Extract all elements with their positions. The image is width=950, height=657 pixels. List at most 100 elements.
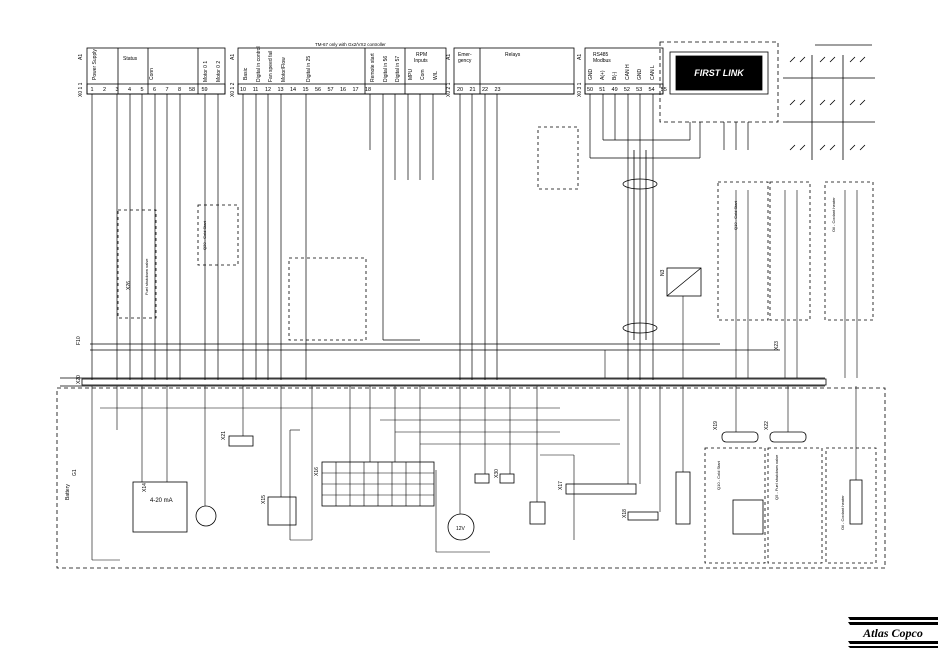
terminal-rs485-5: 54: [648, 87, 654, 93]
rs-gnd: GND: [588, 69, 594, 81]
terminal-mid-6: 56: [315, 87, 321, 93]
terminal-left-7: 8: [178, 87, 181, 93]
comp-coil-heater-2: Oil - Coolant heater: [840, 495, 845, 530]
terminal-left-8: 58: [189, 87, 195, 93]
terminal-mid-8: 16: [340, 87, 346, 93]
terminal-left-2: 3: [115, 87, 118, 93]
sensor-4-20: [132, 481, 188, 533]
terminal-right-3: 23: [494, 87, 500, 93]
tm-caption: TM-67 only with Gx2/VX2 controller: [315, 42, 386, 47]
terminal-left-1: 2: [103, 87, 106, 93]
conn-id-3: X0 2 1: [446, 82, 452, 97]
comp-x21: X21: [221, 431, 227, 440]
label-digital-control: Digital in control: [256, 46, 262, 82]
label-wl: W/L: [433, 71, 439, 80]
comp-x17: X17: [558, 481, 564, 490]
comp-4-20: 4-20 mA: [150, 498, 173, 504]
terminal-mid-9: 17: [352, 87, 358, 93]
rs-a: A(+): [600, 70, 606, 80]
label-status: Status: [123, 56, 138, 62]
block-id-1: A1: [78, 54, 84, 60]
terminal-rs485-0: 50: [587, 87, 593, 93]
comp-12v: 12V: [456, 526, 466, 532]
block-id-2: A1: [230, 54, 236, 60]
terminal-rs485-4: 53: [636, 87, 642, 93]
terminal-mid-4: 14: [290, 87, 296, 93]
brand-text: Atlas Copco: [862, 626, 923, 640]
comp-g1: G1: [72, 469, 78, 476]
terminal-left-9: 59: [201, 87, 207, 93]
terminal-left-5: 6: [153, 87, 156, 93]
comp-x18: X18: [622, 509, 628, 518]
rs-canl: CAN L: [650, 65, 656, 80]
label-emergency: Emer-: [458, 52, 472, 58]
label-power-supply: Power Supply: [92, 49, 98, 80]
comp-n3: N3: [660, 269, 666, 276]
label-motor-flow: Motor/Flow: [281, 57, 287, 82]
label-inputs: Inputs: [414, 58, 428, 64]
terminal-left-0: 1: [90, 87, 93, 93]
conn-id-4: X0 3 1: [577, 82, 583, 97]
label-digital-56: Digital in 56: [383, 56, 389, 82]
terminal-mid-7: 57: [327, 87, 333, 93]
label-digital-25: Digital in 25: [306, 56, 312, 82]
label-fan-fail: Fan speed fail: [268, 51, 274, 82]
block-id-4: A1: [577, 54, 583, 60]
terminal-left-6: 7: [165, 87, 168, 93]
terminal-rs485-1: 51: [599, 87, 605, 93]
terminal-rs485-3: 52: [624, 87, 630, 93]
comp-x19: X19: [713, 421, 719, 430]
comp-x23: X23: [774, 341, 780, 350]
terminal-rs485-2: 49: [612, 87, 618, 93]
display-box: [659, 41, 779, 123]
label-conn: Conn: [149, 68, 155, 80]
conn-id-1: X0 1 1: [78, 82, 84, 97]
terminal-mid-1: 11: [253, 87, 259, 93]
atlas-copco-logo: Atlas Copco: [846, 615, 940, 649]
conn-id-2: X0 1 2: [230, 82, 236, 97]
terminal-rs485-6: 55: [661, 87, 667, 93]
comp-fuel-shutdown-2: Q5 - Fuel shutdown valve: [774, 454, 779, 500]
label-rpm: RPM: [416, 52, 427, 58]
label-motor-2: Motor 0 2: [216, 61, 222, 82]
screen-logo-text: FIRST LINK: [694, 68, 745, 78]
comp-oil-shutdown: Fuel shutdown valve: [144, 258, 149, 295]
label-motor-1: Motor 0 1: [203, 61, 209, 82]
rs-b: B(-): [612, 71, 618, 80]
comp-cold-start: Q10 - Cold Start: [733, 200, 738, 230]
terminal-mid-2: 12: [265, 87, 271, 93]
rs-gnd2: GND: [637, 69, 643, 81]
comp-x26: X26: [126, 281, 132, 290]
lower-dashed-region: [56, 387, 886, 569]
label-mpu: MPU: [408, 69, 414, 81]
terminal-right-1: 21: [469, 87, 475, 93]
comp-cab-relay: Q20 - Cold Start: [202, 220, 207, 250]
label-rs485: RS485: [593, 52, 609, 58]
label-digital-57: Digital in 57: [395, 56, 401, 82]
label-emergency-2: gency: [458, 58, 472, 64]
comp-x15: X15: [261, 495, 267, 504]
label-basic: Basic: [243, 67, 249, 80]
terminal-mid-3: 13: [277, 87, 283, 93]
comp-x30: X30: [494, 469, 500, 478]
comp-battery: Battery: [65, 484, 71, 500]
label-com: Com: [420, 69, 426, 80]
terminal-right-2: 22: [482, 87, 488, 93]
label-modbus: Modbus: [593, 58, 611, 64]
terminal-left-4: 5: [140, 87, 143, 93]
terminal-left-3: 4: [128, 87, 131, 93]
comp-x22: X22: [764, 421, 770, 430]
comp-x14: X14: [142, 483, 148, 492]
rs-canh: CAN H: [625, 64, 631, 80]
terminal-right-0: 20: [457, 87, 463, 93]
label-relays: Relays: [505, 52, 521, 58]
comp-x16: X16: [314, 467, 320, 476]
terminal-mid-10: 18: [365, 87, 371, 93]
block-id-3: A1: [446, 54, 452, 60]
label-remote-start: Remote start: [370, 53, 376, 82]
comp-cold-start-2: Q10 - Cold Start: [716, 460, 721, 490]
terminal-mid-5: 15: [302, 87, 308, 93]
comp-f10: F10: [76, 336, 82, 345]
comp-coil-heater: Oil - Coolant heater: [831, 197, 836, 232]
